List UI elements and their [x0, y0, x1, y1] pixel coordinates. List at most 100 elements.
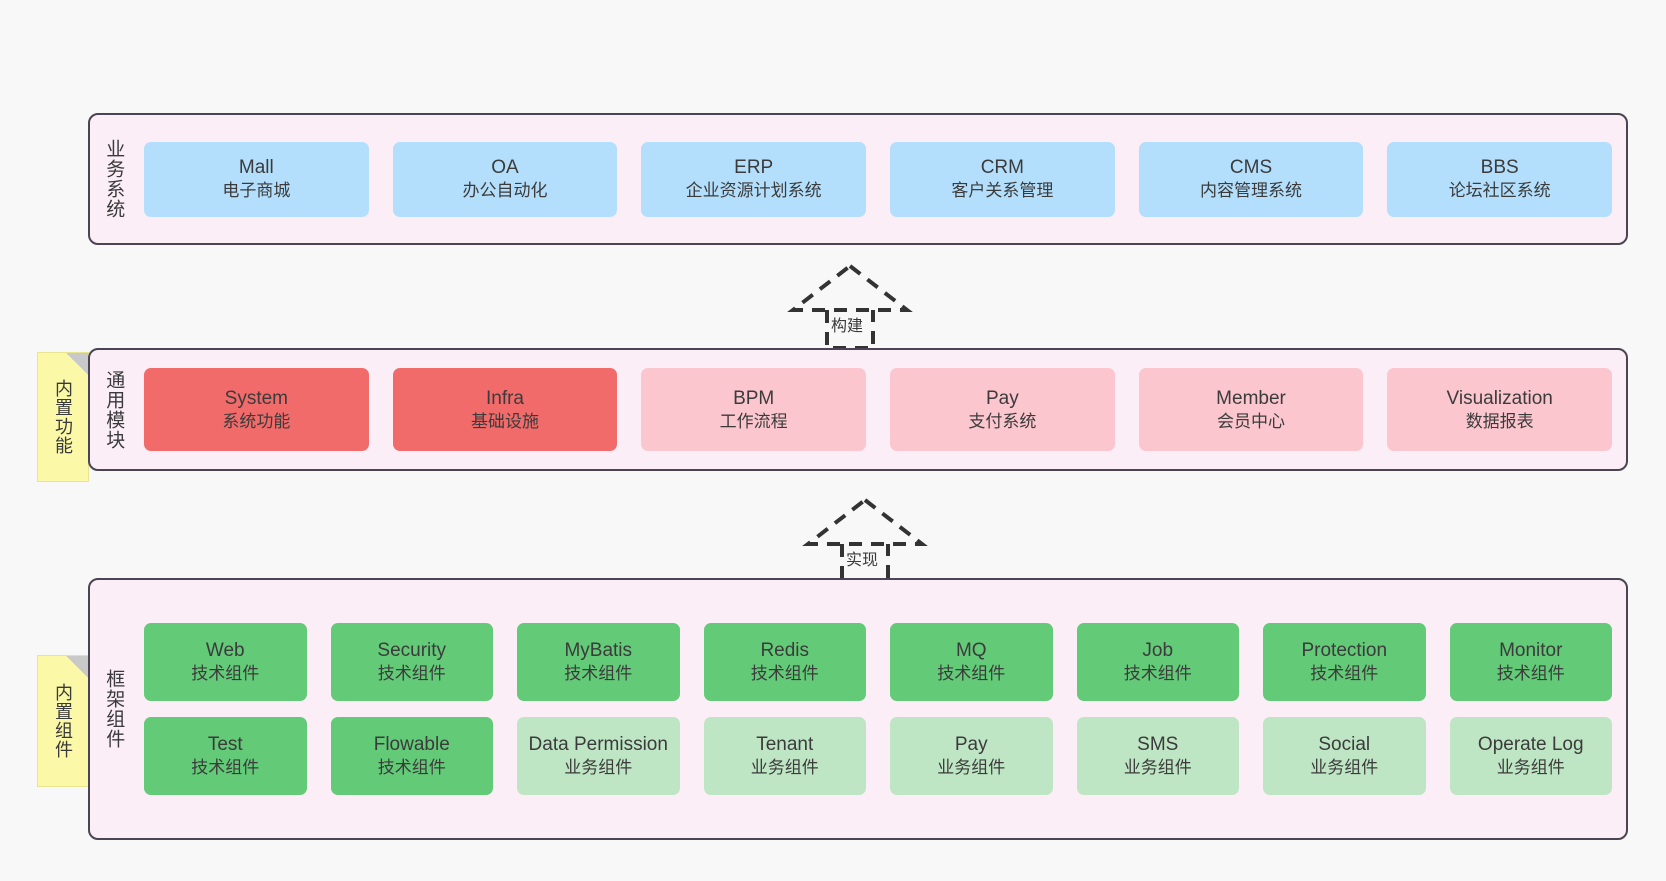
card-title-cn: 办公自动化: [462, 181, 548, 201]
card-title-en: BPM: [733, 387, 775, 409]
card-flowable[interactable]: Flowable 技术组件: [330, 717, 493, 795]
card-title-en: Security: [377, 640, 447, 662]
layer-title-business-system: 业务系统: [103, 139, 125, 219]
card-row: Web 技术组件 Security 技术组件 MyBatis 技术组件 Redi…: [144, 623, 1612, 701]
card-title-cn: 技术组件: [377, 664, 446, 684]
card-web[interactable]: Web 技术组件: [144, 623, 307, 701]
card-title-en: Mall: [238, 157, 274, 179]
layer-common-module[interactable]: 通用模块 System 系统功能 Infra 基础设施 BPM 工作流程 Pay…: [88, 348, 1628, 471]
card-title-cn: 企业资源计划系统: [685, 181, 822, 201]
card-title-en: Member: [1216, 387, 1286, 409]
card-title-en: Pay: [985, 387, 1019, 409]
card-title-cn: 技术组件: [1496, 664, 1565, 684]
card-title-en: Tenant: [756, 734, 814, 756]
card-system[interactable]: System 系统功能: [144, 368, 369, 451]
card-title-cn: 系统功能: [222, 411, 291, 431]
card-title-cn: 技术组件: [564, 664, 633, 684]
card-crm[interactable]: CRM 客户关系管理: [890, 141, 1115, 217]
card-title-cn: 工作流程: [719, 411, 788, 431]
card-job[interactable]: Job 技术组件: [1076, 623, 1239, 701]
card-mall[interactable]: Mall 电子商城: [144, 141, 369, 217]
card-title-cn: 业务组件: [1310, 758, 1379, 778]
card-title-cn: 业务组件: [1123, 758, 1192, 778]
card-title-cn: 技术组件: [937, 664, 1006, 684]
card-tenant[interactable]: Tenant 业务组件: [703, 717, 866, 795]
note-builtin-component: 内置组件: [37, 655, 89, 787]
connector-implement-arrow-icon: [802, 497, 928, 584]
card-bbs[interactable]: BBS 论坛社区系统: [1387, 141, 1613, 217]
card-title-en: Test: [207, 734, 243, 756]
card-row: System 系统功能 Infra 基础设施 BPM 工作流程 Pay 支付系统…: [144, 368, 1613, 451]
note-builtin-function: 内置功能: [37, 352, 89, 482]
layer-body-common-module: System 系统功能 Infra 基础设施 BPM 工作流程 Pay 支付系统…: [136, 350, 1626, 469]
card-title-en: Protection: [1301, 640, 1388, 662]
card-title-cn: 业务组件: [564, 758, 633, 778]
card-title-cn: 电子商城: [222, 181, 291, 201]
layer-business-system[interactable]: 业务系统 Mall 电子商城 OA 办公自动化 ERP 企业资源计划系统 CRM…: [88, 113, 1628, 245]
card-cms[interactable]: CMS 内容管理系统: [1138, 141, 1364, 217]
card-title-en: BBS: [1480, 157, 1519, 179]
card-title-en: System: [224, 387, 289, 409]
card-title-cn: 论坛社区系统: [1448, 181, 1551, 201]
card-pay-business[interactable]: Pay 业务组件: [890, 717, 1053, 795]
card-title-en: ERP: [734, 157, 774, 179]
card-operate-log[interactable]: Operate Log 业务组件: [1449, 717, 1612, 795]
note-label: 内置功能: [53, 379, 73, 455]
card-title-cn: 技术组件: [1123, 664, 1192, 684]
card-title-en: Pay: [954, 734, 988, 756]
card-title-en: Data Permission: [528, 734, 668, 756]
card-infra[interactable]: Infra 基础设施: [392, 368, 618, 451]
card-security[interactable]: Security 技术组件: [330, 623, 493, 701]
card-title-en: CMS: [1229, 157, 1273, 179]
connector-build-label: 构建: [831, 318, 864, 335]
card-mybatis[interactable]: MyBatis 技术组件: [517, 623, 680, 701]
layer-title-framework-component: 框架组件: [103, 669, 125, 749]
card-title-en: OA: [491, 157, 519, 179]
card-mq[interactable]: MQ 技术组件: [890, 623, 1053, 701]
card-title-cn: 基础设施: [471, 411, 539, 431]
card-data-permission[interactable]: Data Permission 业务组件: [517, 717, 680, 795]
card-title-en: Job: [1142, 640, 1174, 662]
card-visualization[interactable]: Visualization 数据报表: [1387, 368, 1613, 451]
card-title-en: Infra: [485, 387, 525, 409]
note-label: 内置组件: [53, 683, 73, 759]
card-title-cn: 客户关系管理: [951, 181, 1054, 201]
note-fold-corner-icon: [66, 353, 88, 375]
card-title-en: Monitor: [1499, 640, 1563, 662]
card-title-en: MyBatis: [564, 640, 633, 662]
card-sms[interactable]: SMS 业务组件: [1076, 717, 1239, 795]
card-erp[interactable]: ERP 企业资源计划系统: [641, 141, 867, 217]
card-pay[interactable]: Pay 支付系统: [890, 368, 1115, 451]
card-row: Test 技术组件 Flowable 技术组件 Data Permission …: [144, 717, 1612, 795]
card-title-en: MQ: [955, 640, 987, 662]
card-protection[interactable]: Protection 技术组件: [1263, 623, 1426, 701]
card-title-en: Visualization: [1446, 387, 1553, 409]
card-title-cn: 支付系统: [968, 411, 1037, 431]
card-title-cn: 技术组件: [377, 758, 446, 778]
card-title-en: Social: [1318, 734, 1371, 756]
layer-body-business-system: Mall 电子商城 OA 办公自动化 ERP 企业资源计划系统 CRM 客户关系…: [136, 115, 1626, 243]
card-title-cn: 数据报表: [1465, 411, 1534, 431]
card-title-cn: 技术组件: [750, 664, 819, 684]
card-title-cn: 会员中心: [1217, 411, 1286, 431]
connector-implement-label: 实现: [846, 552, 879, 569]
layer-body-framework-component: Web 技术组件 Security 技术组件 MyBatis 技术组件 Redi…: [136, 580, 1626, 838]
connector-implement: 实现: [770, 492, 960, 584]
card-monitor[interactable]: Monitor 技术组件: [1449, 623, 1612, 701]
card-bpm[interactable]: BPM 工作流程: [641, 368, 867, 451]
card-title-cn: 内容管理系统: [1200, 181, 1303, 201]
layer-framework-component[interactable]: 框架组件 Web 技术组件 Security 技术组件 MyBatis 技术组件…: [88, 578, 1628, 840]
card-title-en: CRM: [980, 157, 1024, 179]
card-social[interactable]: Social 业务组件: [1263, 717, 1426, 795]
card-title-cn: 技术组件: [191, 664, 260, 684]
card-member[interactable]: Member 会员中心: [1138, 368, 1364, 451]
layer-title-common-module: 通用模块: [103, 369, 125, 450]
card-redis[interactable]: Redis 技术组件: [703, 623, 866, 701]
card-title-cn: 业务组件: [1496, 758, 1565, 778]
card-oa[interactable]: OA 办公自动化: [392, 141, 618, 217]
card-title-cn: 业务组件: [937, 758, 1006, 778]
card-test[interactable]: Test 技术组件: [144, 717, 307, 795]
card-title-cn: 技术组件: [1310, 664, 1379, 684]
card-row: Mall 电子商城 OA 办公自动化 ERP 企业资源计划系统 CRM 客户关系…: [144, 141, 1613, 217]
